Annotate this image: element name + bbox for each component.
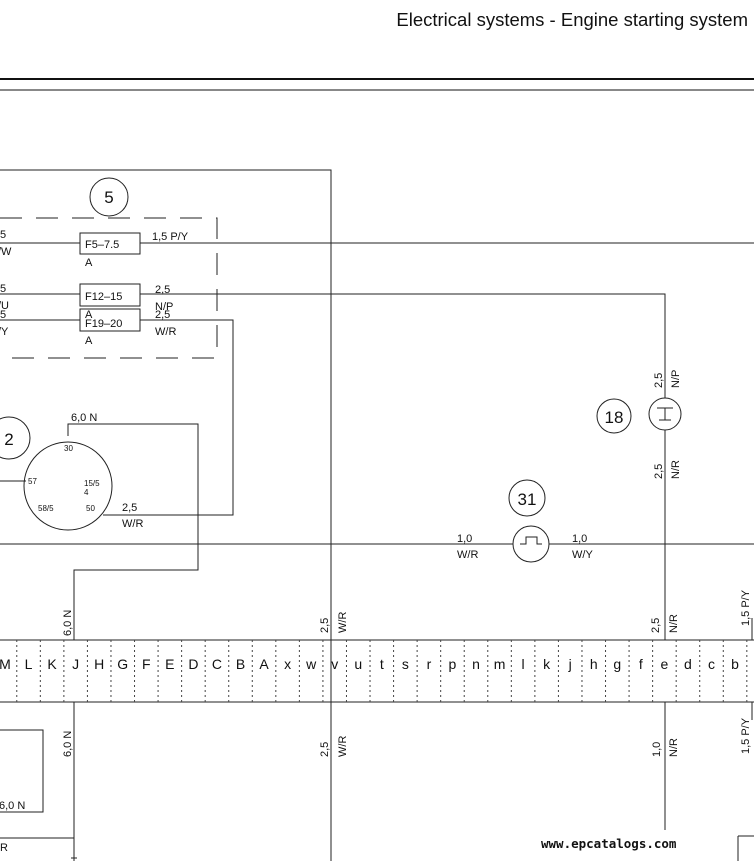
wire-label-f5: 1,5 P/Y: [152, 231, 189, 243]
fuse-f12-label: F12–15: [85, 291, 122, 303]
left-cut-labels: .5 /W .5 /U .5 /Y: [0, 229, 12, 338]
connector-pin-label: L: [25, 656, 33, 672]
connector-pin-label: F: [142, 656, 151, 672]
fuse-f12-unit: A: [85, 309, 93, 321]
fuse-f19: F19–20 A: [79, 308, 141, 347]
sensor-18-number: 18: [605, 408, 624, 427]
svg-text:2,5: 2,5: [653, 464, 665, 479]
connector-pin-label: x: [284, 656, 291, 672]
wire-size-f19: 2,5: [155, 309, 170, 321]
fuse-f5-unit: A: [85, 257, 93, 269]
connector-pin-label: w: [305, 656, 317, 672]
svg-text:N/P: N/P: [670, 370, 682, 388]
connector-pin-label: k: [543, 656, 551, 672]
bottom-left-cut-label: /R: [0, 842, 8, 854]
svg-text:4: 4: [84, 488, 89, 497]
connector-pin-label: v: [331, 656, 338, 672]
ignition-switch-2: 2 30 57 15/5 4 58/5 50 6,0 N 2,5 W/R: [0, 412, 143, 531]
connector-pin-label: j: [568, 656, 572, 672]
svg-text:2,5: 2,5: [319, 742, 331, 757]
svg-text:58/5: 58/5: [38, 504, 54, 513]
svg-text:50: 50: [86, 504, 95, 513]
switch-31-left-size: 1,0: [457, 533, 472, 545]
connector-pin-label: B: [236, 656, 245, 672]
connector-pin-label: A: [259, 656, 269, 672]
sensor-18: 18: [596, 397, 682, 434]
connector-pin-label: c: [708, 656, 715, 672]
svg-text:W/R: W/R: [337, 612, 349, 633]
connector-pin-label: E: [165, 656, 174, 672]
ignition-switch-number: 2: [4, 430, 13, 449]
svg-text:N/R: N/R: [668, 614, 680, 633]
wire-color-f12: N/P: [155, 301, 173, 313]
left-cut-label: /U: [0, 300, 9, 312]
svg-text:N/R: N/R: [668, 738, 680, 757]
svg-text:N/R: N/R: [670, 460, 682, 479]
svg-text:2,5: 2,5: [319, 618, 331, 633]
svg-text:57: 57: [28, 477, 37, 486]
fuse-f12: F12–15 A: [79, 283, 141, 321]
connector-pin-label: s: [402, 656, 409, 672]
connector-strip: MLKJHGFEDCBAxwvutsrpnmlkjhgfedcba: [0, 639, 754, 703]
connector-pin-label: d: [684, 656, 692, 672]
fuse-f19-label: F19–20: [85, 318, 122, 330]
switch-31: 31 1,0 W/R 1,0 W/Y: [457, 479, 593, 563]
wire-size-f12: 2,5: [155, 284, 170, 296]
connector-pin-label: f: [639, 656, 643, 672]
fuse-f19-unit: A: [85, 335, 93, 347]
connector-pin-label: J: [72, 656, 79, 672]
svg-text:2,5: 2,5: [653, 373, 665, 388]
box-label: 6,0 N: [0, 800, 25, 812]
fuse-f5-label: F5–7.5: [85, 239, 119, 251]
svg-text:15/5: 15/5: [84, 479, 100, 488]
switch-31-number: 31: [518, 490, 537, 509]
wire-color-f19: W/R: [155, 326, 176, 338]
connector-pin-label: g: [613, 656, 621, 672]
connector-pin-label: l: [522, 656, 525, 672]
connector-pin-label: C: [212, 656, 222, 672]
svg-text:6,0 N: 6,0 N: [62, 731, 74, 757]
ignition-feed-label: 6,0 N: [71, 412, 97, 424]
connector-pin-label: b: [731, 656, 739, 672]
connector-pin-label: H: [94, 656, 104, 672]
connector-pin-label: D: [188, 656, 198, 672]
connector-pin-label: r: [427, 656, 432, 672]
connector-pin-label: K: [47, 656, 57, 672]
svg-text:1,5 P/Y: 1,5 P/Y: [740, 717, 752, 754]
fuse-f5: F5–7.5 A: [79, 232, 141, 269]
connector-pin-label: p: [449, 656, 457, 672]
connector-pin-label: u: [354, 656, 362, 672]
svg-text:30: 30: [64, 444, 73, 453]
connector-pin-label: h: [590, 656, 598, 672]
left-cut-label: /Y: [0, 326, 9, 338]
page-title: Electrical systems - Engine starting sys…: [396, 9, 748, 30]
connector-pin-label: G: [117, 656, 128, 672]
fusebox-number: 5: [104, 188, 113, 207]
connector-pin-label: t: [380, 656, 384, 672]
left-cut-label: .5: [0, 229, 6, 241]
connector-pin-label: m: [494, 656, 506, 672]
fusebox-5: 5: [0, 177, 218, 359]
svg-text:W/R: W/R: [337, 736, 349, 757]
switch-31-left-color: W/R: [457, 549, 478, 561]
switch-31-right-size: 1,0: [572, 533, 587, 545]
left-cut-label: .5: [0, 309, 6, 321]
vertical-wire-labels: 2,5 N/P 2,5 N/R 6,0 N 2,5 W/R 2,5 N/R 1,…: [62, 370, 752, 757]
ignition-50-color: W/R: [122, 518, 143, 530]
connector-pin-label: n: [472, 656, 480, 672]
watermark: www.epcatalogs.com: [541, 836, 677, 851]
svg-text:2,5: 2,5: [650, 618, 662, 633]
connector-pin-label: e: [661, 656, 669, 672]
connector-pin-label: M: [0, 656, 11, 672]
left-cut-label: .5: [0, 283, 6, 295]
wires: [0, 169, 754, 861]
left-cut-label: /W: [0, 246, 12, 258]
svg-text:1,0: 1,0: [651, 742, 663, 757]
ignition-50-size: 2,5: [122, 502, 137, 514]
svg-text:1,5 P/Y: 1,5 P/Y: [740, 589, 752, 626]
switch-31-right-color: W/Y: [572, 549, 593, 561]
svg-text:6,0 N: 6,0 N: [62, 610, 74, 636]
